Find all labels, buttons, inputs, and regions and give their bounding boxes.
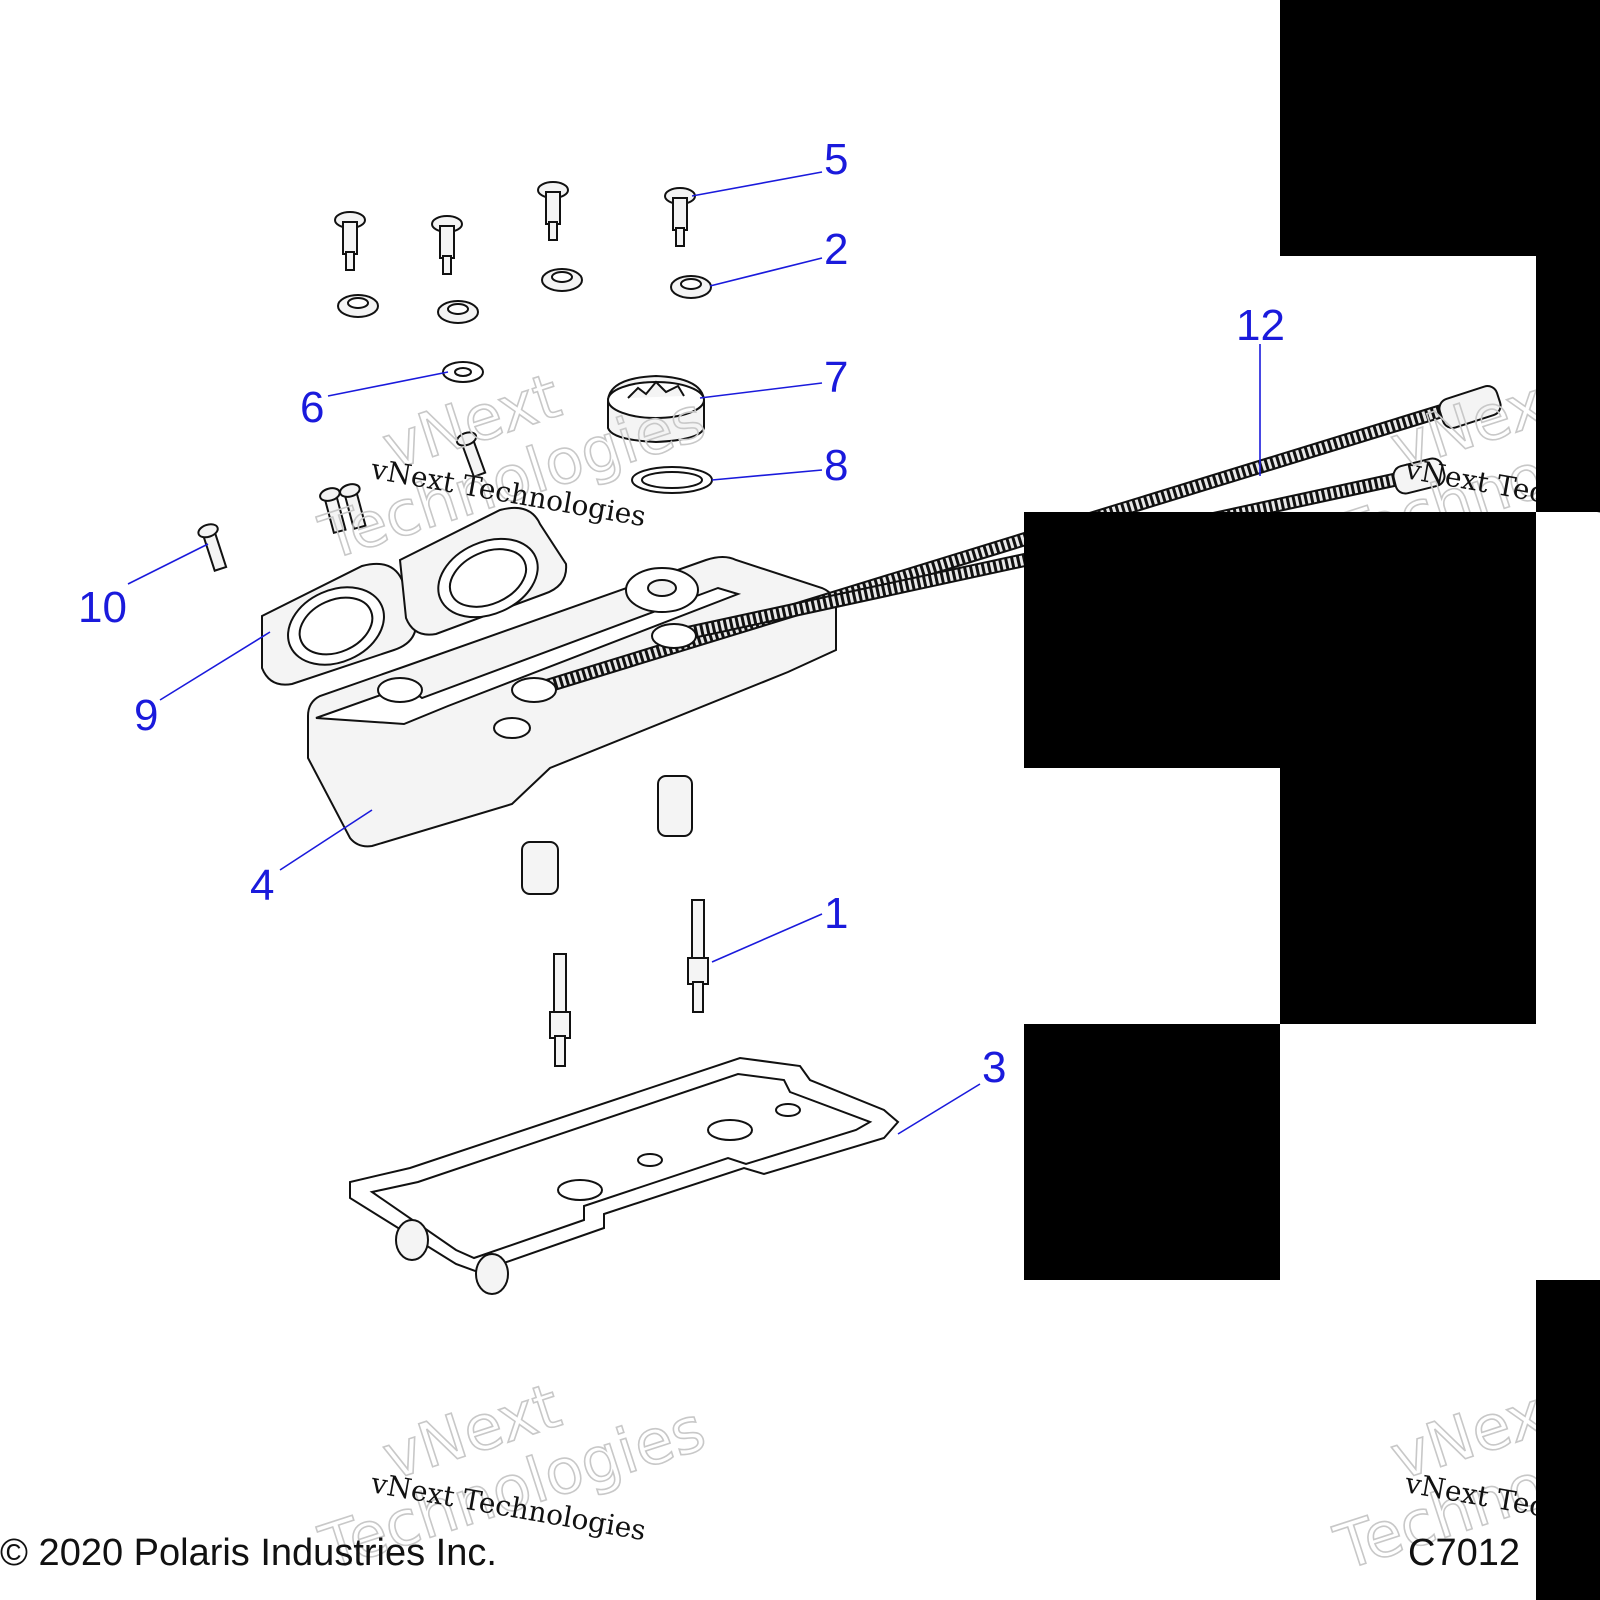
callout-9: 9 (134, 691, 158, 740)
bolt (537, 181, 569, 241)
callout-3: 3 (982, 1043, 1006, 1092)
redaction-block (1024, 1024, 1280, 1280)
spark-plug-wire-set (511, 385, 1502, 703)
small-bolt-group (197, 431, 487, 572)
spark-plug (549, 953, 571, 1067)
copyright-notice: © 2020 Polaris Industries Inc. (0, 1532, 497, 1574)
leader-lines (127, 171, 1261, 1135)
callout-8: 8 (824, 441, 848, 490)
o-ring (631, 466, 713, 494)
redaction-block (1280, 0, 1600, 256)
callout-6: 6 (300, 383, 324, 432)
intake-boot (261, 562, 418, 686)
callout-7: 7 (824, 353, 848, 402)
diagram-code: C7012 (1408, 1532, 1520, 1574)
callout-4: 4 (250, 861, 274, 910)
valve-cover-gasket (349, 1056, 900, 1295)
callout-labels: 5 2 6 7 8 12 10 9 4 1 3 (78, 135, 1285, 1092)
oil-fill-cap (607, 374, 705, 444)
intake-boot (398, 506, 568, 636)
bolt (334, 211, 366, 271)
bolt (431, 215, 463, 275)
callout-12: 12 (1236, 301, 1285, 350)
callout-10: 10 (78, 583, 127, 632)
redaction-block (1280, 768, 1536, 1024)
bolt-group (334, 181, 696, 275)
redaction-block (1024, 512, 1536, 768)
redaction-block (1536, 1280, 1600, 1600)
washer (442, 361, 484, 383)
callout-5: 5 (824, 135, 848, 184)
spark-plug (687, 899, 709, 1013)
callout-2: 2 (824, 225, 848, 274)
grommet-group (337, 268, 712, 324)
redaction-block (1536, 256, 1600, 512)
callout-1: 1 (824, 889, 848, 938)
bolt (664, 187, 696, 247)
